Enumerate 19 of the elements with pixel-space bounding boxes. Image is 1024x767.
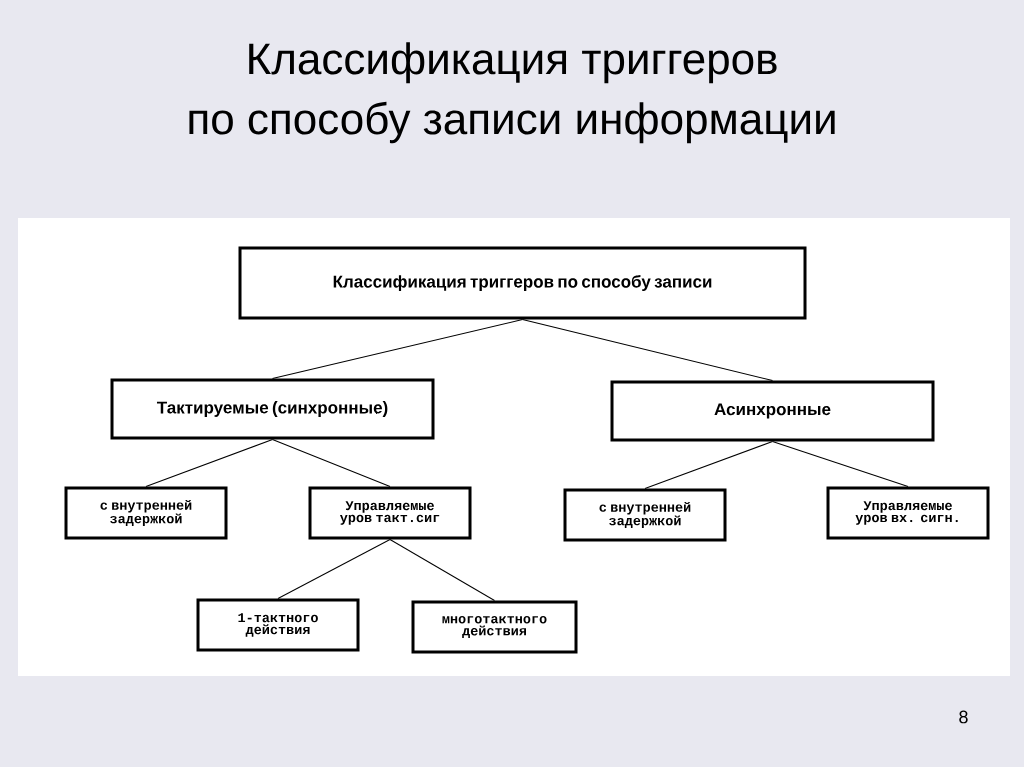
type-box: с внутренней задержкой [563,488,727,542]
type-box: многотактного действия [411,600,578,654]
connector-line [522,319,773,381]
connector-line [389,539,495,601]
title: Классификация триггеров по способу записи информации [189,42,835,144]
type-box: Управляемые уров вх. сигн. [826,486,990,540]
type-box: Управляемые уров такт.сиг [308,486,472,540]
class-box: Тактируемые (синхронные) [110,378,435,440]
type-box: с внутренней задержкой [64,486,228,540]
class-box: Классификация триггеров по способу записи [238,246,807,320]
page-number: 8 [959,710,968,724]
connector-line [145,439,273,487]
connector-line [272,439,391,487]
class-box: Асинхронные [610,380,935,442]
type-box: 1-тактного действия [196,598,360,652]
connector-line [772,441,909,487]
connector-line [644,441,773,489]
connector-line [277,539,391,599]
connector-line [272,319,523,379]
